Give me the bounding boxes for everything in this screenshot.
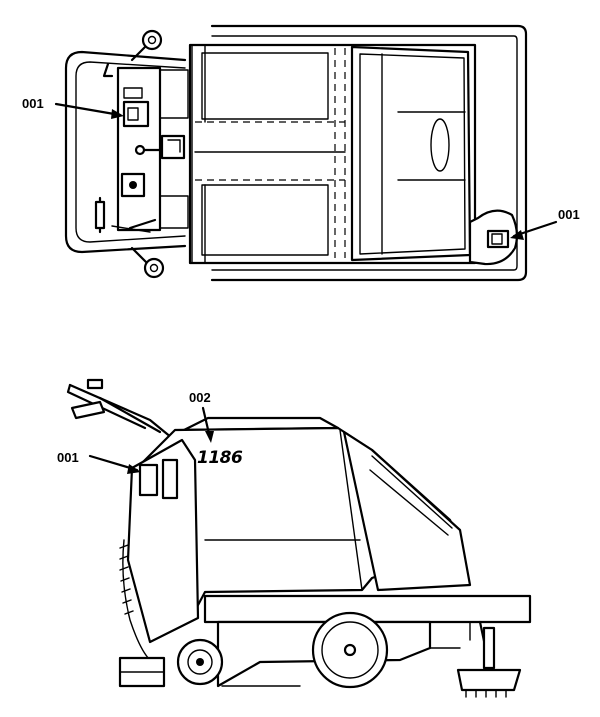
side-view-cord <box>122 539 151 661</box>
top-view-filter-lower <box>201 184 329 256</box>
top-view-caster-bottom <box>143 257 165 279</box>
callout-label: 001 <box>22 96 44 111</box>
callout-top-left: 001 <box>22 96 124 119</box>
side-view-decal-panel <box>138 463 159 497</box>
callout-label: 001 <box>57 450 79 465</box>
top-view-handle <box>64 50 187 254</box>
top-view <box>64 24 528 282</box>
model-number-decal: 1186 <box>197 448 243 468</box>
side-view-frame <box>203 594 532 624</box>
top-view-caster-top <box>141 29 163 51</box>
side-view <box>66 378 532 698</box>
callout-side-panel: 001 <box>57 450 141 474</box>
top-view-filter-upper <box>201 52 329 120</box>
side-view-side-brush <box>456 668 522 692</box>
top-view-decal-right <box>486 229 510 249</box>
callout-label: 001 <box>558 207 580 222</box>
callout-side-model: 002 <box>189 390 214 443</box>
callout-top-right: 001 <box>510 207 580 240</box>
hopper-handle <box>430 118 450 172</box>
side-view-handle <box>68 383 174 440</box>
top-view-body <box>188 43 477 265</box>
side-view-hopper <box>342 430 472 592</box>
callout-label: 002 <box>189 390 211 405</box>
top-view-skirt <box>210 24 528 282</box>
